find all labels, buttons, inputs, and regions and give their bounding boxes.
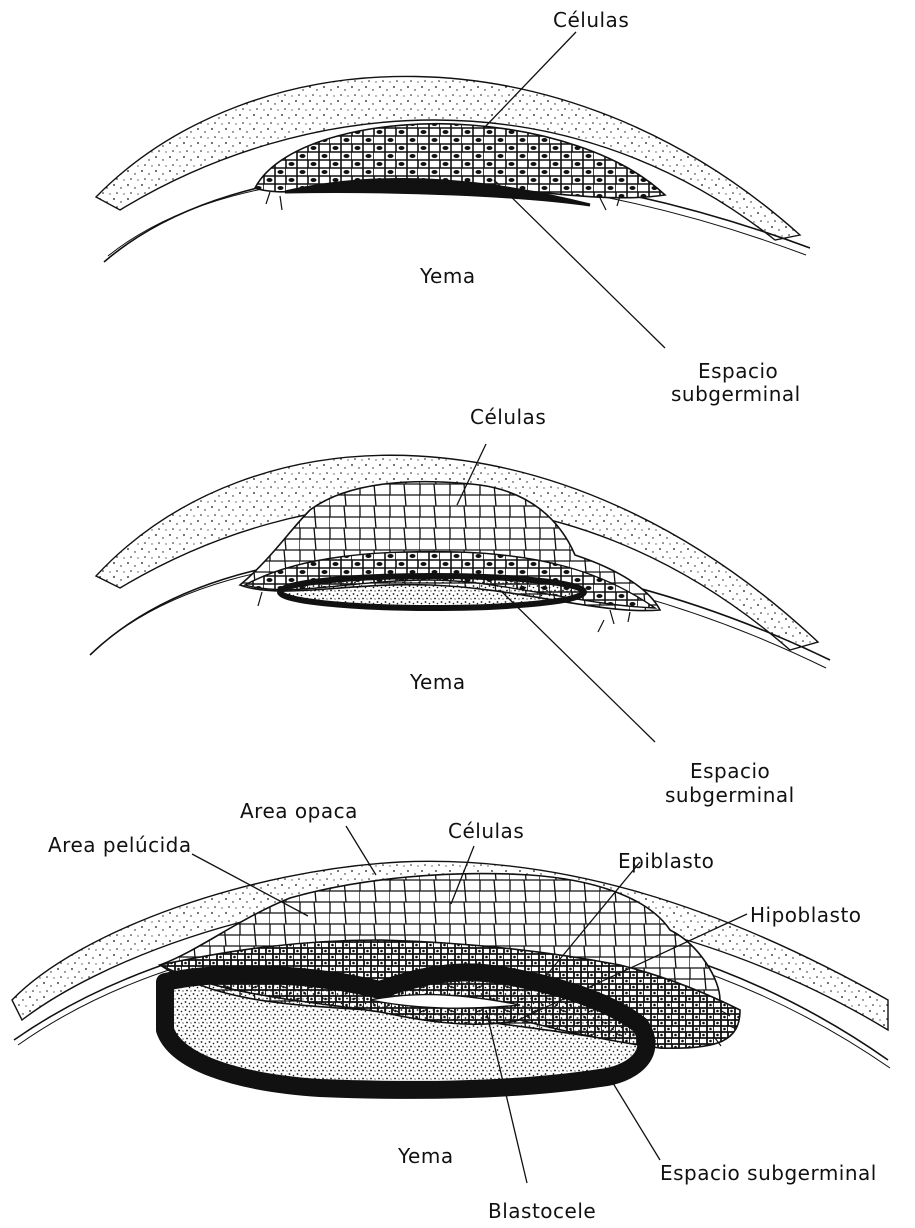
- panel-1: Células Yema Espacio subgerminal: [96, 8, 810, 406]
- label-yolk: Yema: [409, 670, 466, 694]
- label-space-line2: subgerminal: [671, 382, 801, 406]
- panel-3: Area opaca Area pelúcida Células Epiblas…: [12, 799, 890, 1223]
- label-cells: Células: [448, 819, 524, 843]
- leader-subgerminal-space: [494, 180, 665, 348]
- leader-subgerminal-space: [605, 1070, 660, 1160]
- label-space-line2: subgerminal: [665, 783, 795, 807]
- panel-2: Células Yema Espacio subgerminal: [90, 405, 830, 807]
- label-subgerminal-space: Espacio subgerminal: [660, 1161, 877, 1185]
- leader-subgerminal-space: [500, 590, 655, 742]
- label-area-opaca: Area opaca: [240, 799, 358, 823]
- subgerminal-space: [165, 972, 646, 1090]
- subgerminal-space: [280, 576, 584, 608]
- label-space-line1: Espacio: [698, 359, 778, 383]
- label-blastocoel: Blastocele: [488, 1199, 596, 1223]
- label-area-pelucida: Area pelúcida: [48, 833, 192, 857]
- label-cells: Células: [553, 8, 629, 32]
- label-epiblast: Epiblasto: [618, 849, 714, 873]
- label-space-line1: Espacio: [690, 759, 770, 783]
- label-yolk: Yema: [397, 1144, 454, 1168]
- label-hypoblast: Hipoblasto: [750, 903, 862, 927]
- label-yolk: Yema: [419, 264, 476, 288]
- label-cells: Células: [470, 405, 546, 429]
